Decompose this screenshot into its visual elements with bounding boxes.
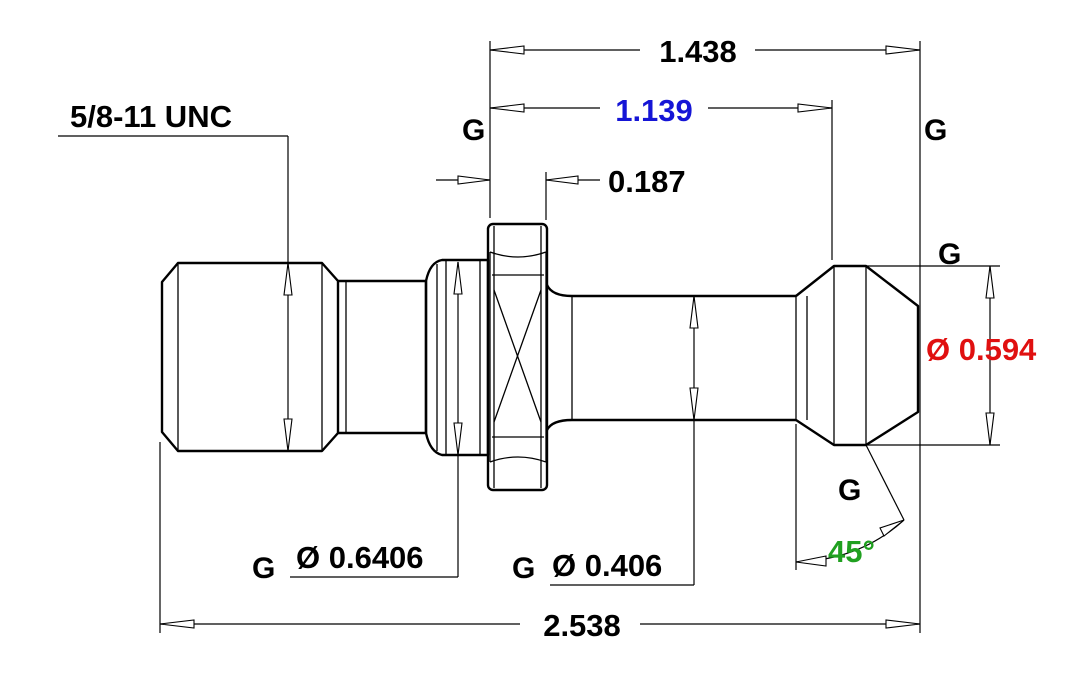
head xyxy=(795,264,920,447)
thread-neck xyxy=(338,279,428,435)
dim-0187-label: 0.187 xyxy=(608,164,686,199)
flange xyxy=(486,222,549,492)
dia-0406-label: Ø 0.406 xyxy=(552,548,662,583)
dimension-labels: 1.438 1.139 0.187 5/8-11 UNC Ø 0.594 Ø 0… xyxy=(70,34,1037,643)
shank xyxy=(545,284,796,431)
dimension-lines xyxy=(58,41,1000,633)
flat-cross-b xyxy=(493,289,542,423)
grind-mark-head: G xyxy=(938,238,961,271)
grind-mark-chamfer: G xyxy=(838,474,861,507)
grind-mark-right-top: G xyxy=(924,114,947,147)
thread-section xyxy=(160,261,340,453)
dim-1139-label: 1.139 xyxy=(615,93,693,128)
thread-label: 5/8-11 UNC xyxy=(70,99,232,134)
grind-mark-shank: G xyxy=(512,552,535,585)
dia-06406-label: Ø 0.6406 xyxy=(296,540,424,575)
dim-2538-label: 2.538 xyxy=(543,608,621,643)
grind-marks: G G G G G G xyxy=(252,114,961,585)
grind-mark-collar: G xyxy=(252,552,275,585)
dia-0594-label: Ø 0.594 xyxy=(926,332,1037,367)
dim-1438-label: 1.438 xyxy=(659,34,737,69)
angle-45-label: 45° xyxy=(828,534,875,569)
part-outline xyxy=(160,222,920,492)
grind-mark-flange: G xyxy=(462,114,485,147)
